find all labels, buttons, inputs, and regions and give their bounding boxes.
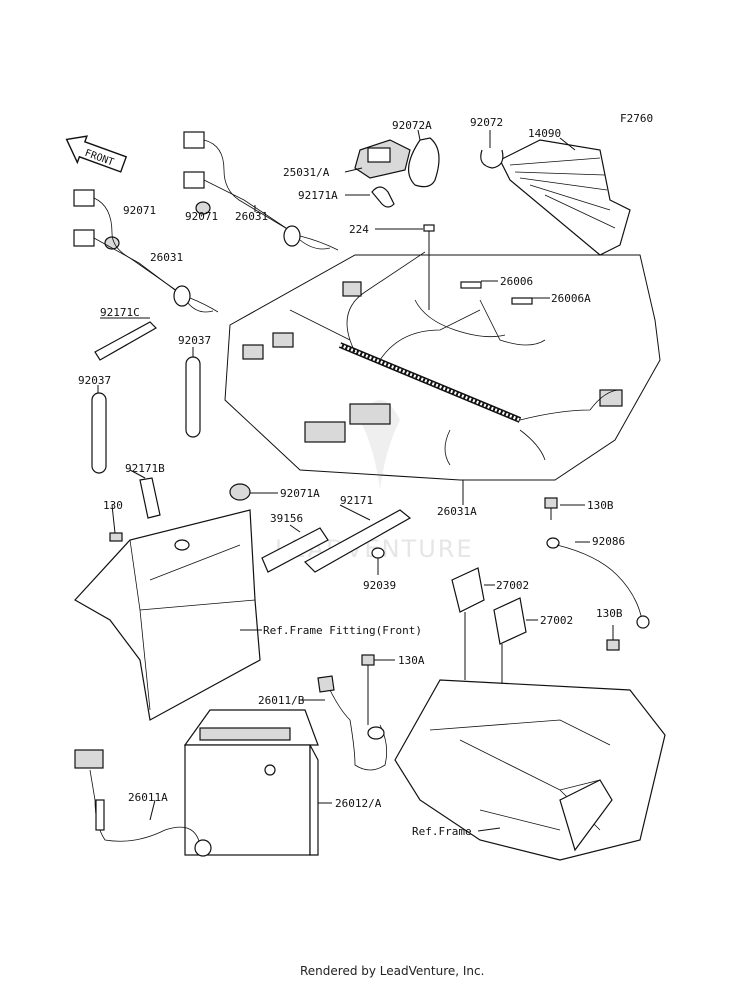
bolt-130B-top <box>544 497 585 520</box>
label-130B-bottom: 130B <box>596 607 623 620</box>
clamp-92171A <box>345 186 395 208</box>
relay-27002-b <box>493 597 538 690</box>
ref-frame <box>394 679 666 861</box>
label-26006A: 26006A <box>551 292 591 305</box>
bolt-130 <box>109 504 123 542</box>
label-92071A: 92071A <box>280 487 320 500</box>
label-130B-top: 130B <box>587 499 614 512</box>
label-92039: 92039 <box>363 579 396 592</box>
cable-26011B <box>300 675 388 771</box>
label-26011B: 26011/B <box>258 694 305 707</box>
clamp-92072 <box>480 130 504 169</box>
label-26006: 26006 <box>500 275 533 288</box>
front-arrow-icon: FRONT <box>65 135 128 173</box>
cable-92086 <box>546 537 650 629</box>
label-92171: 92171 <box>340 494 373 507</box>
relay-25031A <box>344 139 411 179</box>
cable-26011A <box>74 749 212 857</box>
label-27002-b: 27002 <box>540 614 573 627</box>
label-92071-right: 92071 <box>185 210 218 223</box>
label-39156: 39156 <box>270 512 303 525</box>
label-26012A: 26012/A <box>335 797 382 810</box>
label-92072A: 92072A <box>392 119 432 132</box>
cover-14090 <box>499 137 631 256</box>
label-14090: 14090 <box>528 127 561 140</box>
relay-27002-a <box>451 567 495 680</box>
battery-26012A <box>183 709 332 856</box>
label-92037-right: 92037 <box>178 334 211 347</box>
frame-fitting-front <box>74 509 262 721</box>
sub-harness-26031-upper <box>183 131 339 251</box>
label-224: 224 <box>349 223 369 236</box>
main-harness-26031A <box>224 251 661 505</box>
footer-credit: Rendered by LeadVenture, Inc. <box>300 964 484 978</box>
label-ref-frame-fitting: Ref.Frame Fitting(Front) <box>263 624 422 637</box>
label-26031A: 26031A <box>437 505 477 518</box>
strap-92037-a <box>91 385 107 474</box>
label-92171B: 92171B <box>125 462 165 475</box>
label-ref-frame: Ref.Frame <box>412 825 472 838</box>
fuse-26006 <box>460 280 498 289</box>
bolt-130A <box>361 654 395 725</box>
bolt-130B-bottom <box>606 625 620 651</box>
label-92071-left: 92071 <box>123 204 156 217</box>
strip-39156 <box>261 524 329 573</box>
label-25031A: 25031/A <box>283 166 330 179</box>
label-92072: 92072 <box>470 116 503 129</box>
figure-code: F2760 <box>620 112 653 125</box>
label-27002-a: 27002 <box>496 579 529 592</box>
grommet-92071A <box>229 483 278 501</box>
label-92086: 92086 <box>592 535 625 548</box>
label-130: 130 <box>103 499 123 512</box>
bracket-92171C <box>94 317 157 361</box>
label-92171C: 92171C <box>100 306 140 319</box>
label-92171A: 92171A <box>298 189 338 202</box>
tie-92072A <box>408 129 440 188</box>
bracket-92171B <box>129 469 161 519</box>
label-92037-left: 92037 <box>78 374 111 387</box>
clip-92039 <box>371 547 385 575</box>
label-130A: 130A <box>398 654 425 667</box>
label-26031-upper: 26031 <box>235 210 268 223</box>
bracket-92171 <box>304 504 412 573</box>
fuse-26006A <box>511 297 550 305</box>
label-26031-lower: 26031 <box>150 251 183 264</box>
sub-harness-26031-lower <box>73 189 219 313</box>
bolt-224 <box>375 224 435 310</box>
strap-92037-b <box>185 347 201 438</box>
label-26011A: 26011A <box>128 791 168 804</box>
